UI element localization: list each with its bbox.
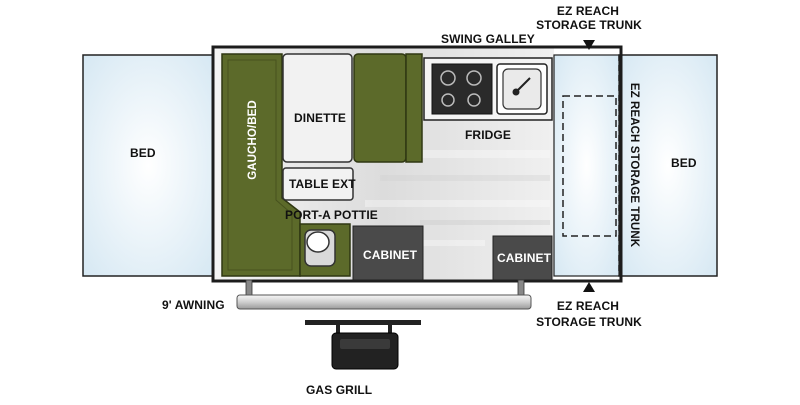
label-awning: 9' AWNING — [162, 298, 225, 312]
label-port-a-pottie: PORT-A POTTIE — [285, 208, 378, 222]
label-swing-galley: SWING GALLEY — [441, 32, 535, 46]
grill-post — [336, 325, 340, 335]
gas-grill — [331, 332, 399, 370]
awning-bracket-left — [245, 279, 253, 297]
bed-left — [82, 54, 215, 277]
awning-tube — [236, 294, 532, 310]
label-bed-left: BED — [130, 146, 156, 160]
bed-right — [618, 54, 718, 277]
label-dinette: DINETTE — [294, 111, 347, 125]
grill-top — [340, 339, 390, 349]
arrow-up-icon — [583, 282, 595, 292]
label-bed-right: BED — [671, 156, 697, 170]
cabinet-right-block — [492, 235, 553, 281]
label-gaucho-bed: GAUCHO/BED — [247, 100, 259, 180]
storage-trunk-dashed — [562, 95, 617, 237]
burner-icons — [440, 70, 482, 107]
cabinet-left-block — [352, 225, 424, 281]
grill-arm — [305, 320, 421, 325]
label-ez-reach-top-2: STORAGE TRUNK — [536, 18, 642, 32]
arrow-down-icon — [583, 40, 595, 50]
storage-section — [553, 54, 620, 277]
label-ez-reach-vertical: EZ REACH STORAGE TRUNK — [628, 82, 640, 248]
sink-basin — [502, 68, 542, 110]
label-fridge: FRIDGE — [465, 128, 511, 142]
toilet-bowl — [306, 231, 330, 253]
trailer-wall — [211, 45, 623, 283]
gaucho-inner — [227, 59, 293, 271]
label-ez-reach-top-1: EZ REACH — [556, 4, 620, 18]
dinette-table — [282, 53, 353, 163]
stove — [431, 63, 493, 115]
floor-texture — [360, 150, 550, 246]
label-table-ext: TABLE EXT — [289, 177, 356, 191]
label-ez-reach-bottom-1: EZ REACH — [556, 299, 620, 313]
awning-bracket-right — [517, 279, 525, 297]
label-cabinet-right: CABINET — [497, 251, 552, 265]
gaucho-bed — [221, 53, 301, 277]
dinette-seat-right — [353, 53, 407, 163]
dinette-seat-back — [405, 53, 423, 163]
grill-post-2 — [388, 325, 392, 335]
label-gas-grill: GAS GRILL — [306, 383, 373, 397]
label-ez-reach-bottom-2: STORAGE TRUNK — [536, 315, 642, 329]
label-cabinet-left: CABINET — [363, 248, 418, 262]
faucet-icon — [512, 77, 531, 96]
table-ext — [282, 167, 354, 201]
